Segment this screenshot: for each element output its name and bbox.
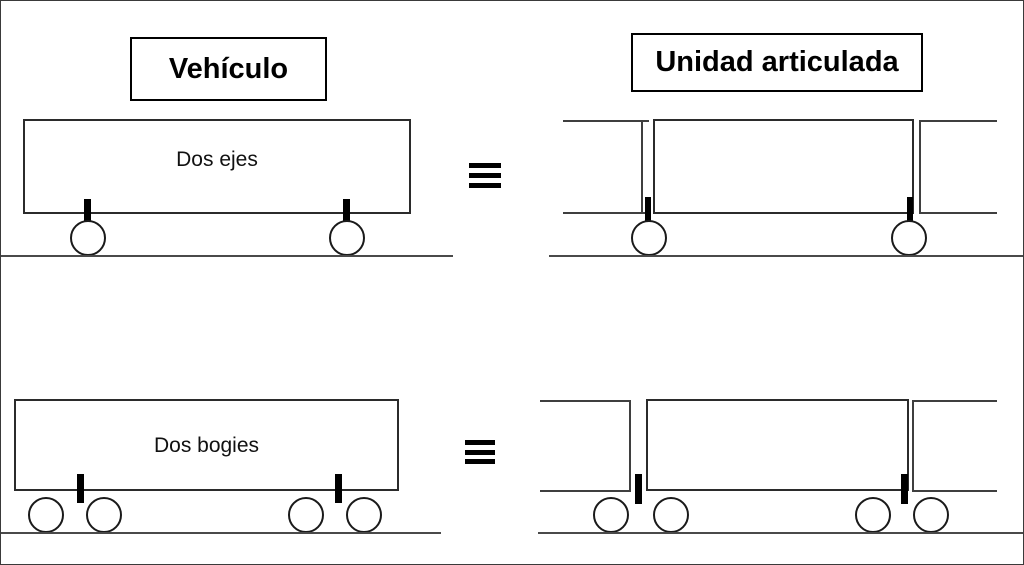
rail-line-row2-left <box>1 532 441 534</box>
wheel-rear-bogie-outer-left <box>346 497 382 533</box>
shared-axle-pivot-1-row1 <box>645 197 651 227</box>
shared-wheel-2a-row2 <box>855 497 891 533</box>
partial-car-left-bottom-edge-row1 <box>563 212 649 214</box>
partial-car-right-bottom-edge-row2 <box>912 490 997 492</box>
shared-wheel-1b-row2 <box>653 497 689 533</box>
wheel-front-bogie-inner-left <box>86 497 122 533</box>
partial-car-right-end-wall-row1 <box>919 120 921 214</box>
shared-wheel-1a-row2 <box>593 497 629 533</box>
shared-wheel-2b-row2 <box>913 497 949 533</box>
articulated-center-car-row2 <box>646 399 909 491</box>
bogie-pivot-front-left <box>77 474 84 503</box>
equivalence-symbol-row1 <box>469 163 501 188</box>
wheel-rear-left <box>329 220 365 256</box>
partial-car-left-top-edge-row1 <box>563 120 649 122</box>
shared-axle-pivot-2-row1 <box>907 197 913 227</box>
header-label-unidad-articulada: Unidad articulada <box>655 46 899 78</box>
partial-car-right-end-wall-row2 <box>912 400 914 492</box>
header-label-vehiculo: Vehículo <box>168 52 289 85</box>
vehicle-label-two-axles: Dos ejes <box>176 148 258 171</box>
header-box-vehiculo: Vehículo <box>130 37 327 101</box>
shared-bogie-pivot-1-row2 <box>635 474 642 504</box>
wheel-rear-bogie-inner-left <box>288 497 324 533</box>
vehicle-label-two-bogies: Dos bogies <box>153 434 260 457</box>
wheel-front-left <box>70 220 106 256</box>
shared-wheel-1-row1 <box>631 220 667 256</box>
shared-wheel-2-row1 <box>891 220 927 256</box>
axle-pivot-left <box>84 199 91 228</box>
partial-car-right-top-edge-row2 <box>912 400 997 402</box>
section-divider <box>1 273 1023 274</box>
equivalence-symbol-row2 <box>465 440 495 464</box>
shared-bogie-pivot-2-row2 <box>901 474 908 504</box>
partial-car-left-top-edge-row2 <box>540 400 630 402</box>
articulated-center-car-row1 <box>653 119 914 214</box>
header-box-unidad-articulada: Unidad articulada <box>631 33 923 92</box>
rail-line-row1-left <box>1 255 453 257</box>
partial-car-right-bottom-edge-row1 <box>919 212 997 214</box>
partial-car-left-end-wall-row2 <box>629 400 631 492</box>
rail-line-row1-right <box>549 255 1023 257</box>
axle-pivot-right <box>343 199 350 228</box>
bogie-pivot-rear-left <box>335 474 342 503</box>
partial-car-left-end-wall-row1 <box>641 120 643 214</box>
rail-line-row2-right <box>538 532 1023 534</box>
vehicle-body-two-axles <box>23 119 411 214</box>
wheel-front-bogie-outer-left <box>28 497 64 533</box>
partial-car-right-top-edge-row1 <box>919 120 997 122</box>
partial-car-left-bottom-edge-row2 <box>540 490 630 492</box>
